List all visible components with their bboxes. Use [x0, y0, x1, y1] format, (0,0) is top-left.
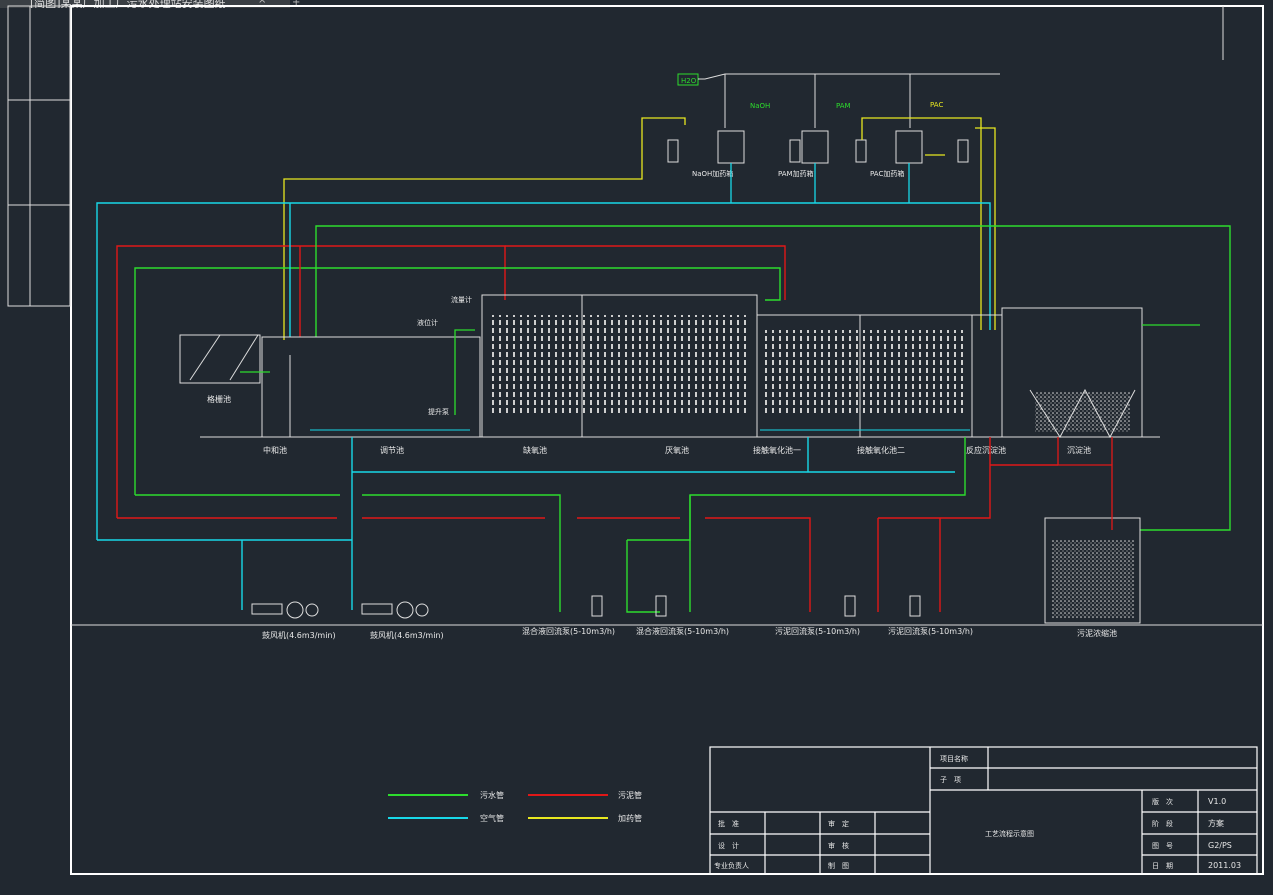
mix-pump2-label: 混合液回流泵(5-10m3/h)	[636, 626, 729, 636]
contact1-tank-label: 接触氧化池一	[753, 445, 801, 455]
left-binding-strip	[7, 5, 71, 307]
legend-sludge-label: 污泥管	[618, 790, 642, 800]
blower1-label: 鼓风机(4.6m3/min)	[262, 630, 336, 640]
blower2-label: 鼓风机(4.6m3/min)	[370, 630, 444, 640]
legend-dosing-label: 加药管	[618, 813, 642, 823]
neutral-tank-label: 中和池	[263, 445, 287, 455]
pump-row	[251, 595, 921, 619]
settle-tank-label: 沉淀池	[1067, 445, 1091, 455]
treatment-tanks: 格栅池 中和池 调节池 缺氧池 厌氧池 接触氧化池一 接触氧化池二 反应沉淀池 …	[179, 294, 1200, 455]
date-label: 日 期	[1152, 862, 1173, 870]
pac-tank	[895, 130, 923, 164]
stage-label: 阶 段	[1152, 819, 1173, 828]
close-tab-icon[interactable]: ×	[258, 0, 267, 6]
stage-value: 方案	[1208, 818, 1224, 828]
anaerobic-tank-label: 厌氧池	[665, 445, 689, 455]
contact2-tank-label: 接触氧化池二	[857, 445, 905, 455]
date-value: 2011.03	[1208, 861, 1241, 870]
h2o-label: H2O	[681, 77, 697, 85]
new-tab-icon[interactable]: +	[292, 0, 301, 8]
approve-label: 批 准	[718, 819, 739, 828]
legend-sewage-label: 污水管	[480, 790, 504, 800]
reaction-tank-label: 反应沉淀池	[966, 445, 1006, 455]
pam-label: PAM	[836, 102, 851, 110]
drawing-name: 工艺流程示意图	[985, 829, 1034, 838]
resp-label: 专业负责人	[714, 861, 749, 870]
pac-label: PAC	[930, 101, 943, 109]
header-pipes	[96, 202, 1231, 540]
subproject-label: 子 项	[940, 776, 961, 784]
document-tab-title: [简图]某某厂加工厂污水处理站安装图纸	[30, 0, 226, 8]
sludge-tank-label: 污泥浓缩池	[1077, 628, 1117, 638]
pam-tank	[801, 130, 829, 164]
document-tab[interactable]: [简图]某某厂加工厂污水处理站安装图纸 ×	[0, 0, 290, 8]
anoxic-tank-label: 缺氧池	[523, 445, 547, 455]
legend: 污水管 污泥管 空气管 加药管	[388, 790, 642, 823]
check-label: 审 定	[828, 819, 849, 828]
naoh-tank-label: NaOH加药箱	[692, 169, 733, 178]
mix-pump1-label: 混合液回流泵(5-10m3/h)	[522, 626, 615, 636]
sludge-pump2-label: 污泥回流泵(5-10m3/h)	[888, 626, 973, 636]
dosing-system: H2O NaOH PAM PAC NaOH加药箱 PAM加药箱 PAC加药箱	[283, 73, 1000, 340]
level-meter-label: 液位计	[417, 318, 438, 327]
pac-tank-label: PAC加药箱	[870, 169, 904, 178]
review-label: 审 核	[828, 841, 849, 850]
naoh-tank	[717, 130, 745, 164]
lift-pump-label: 提升泵	[428, 407, 449, 416]
num-label: 图 号	[1152, 842, 1173, 850]
regulate-tank-label: 调节池	[380, 445, 404, 455]
sludge-pump1-label: 污泥回流泵(5-10m3/h)	[775, 626, 860, 636]
drawing-frame	[70, 5, 1264, 875]
sludge-tank: 污泥浓缩池	[1044, 437, 1141, 638]
naoh-label: NaOH	[750, 102, 770, 110]
draw-label: 制 图	[828, 861, 849, 870]
project-name-label: 项目名称	[940, 754, 968, 763]
version-label: 版 次	[1152, 797, 1173, 806]
title-block	[709, 746, 1258, 875]
design-label: 设 计	[718, 841, 739, 850]
return-lines	[97, 437, 1058, 613]
pam-tank-label: PAM加药箱	[778, 169, 814, 178]
screen-tank-label: 格栅池	[207, 394, 231, 404]
num-value: G2/PS	[1208, 841, 1232, 850]
flow-meter-label: 流量计	[451, 295, 472, 304]
legend-air-label: 空气管	[480, 813, 504, 823]
version-value: V1.0	[1208, 797, 1226, 806]
